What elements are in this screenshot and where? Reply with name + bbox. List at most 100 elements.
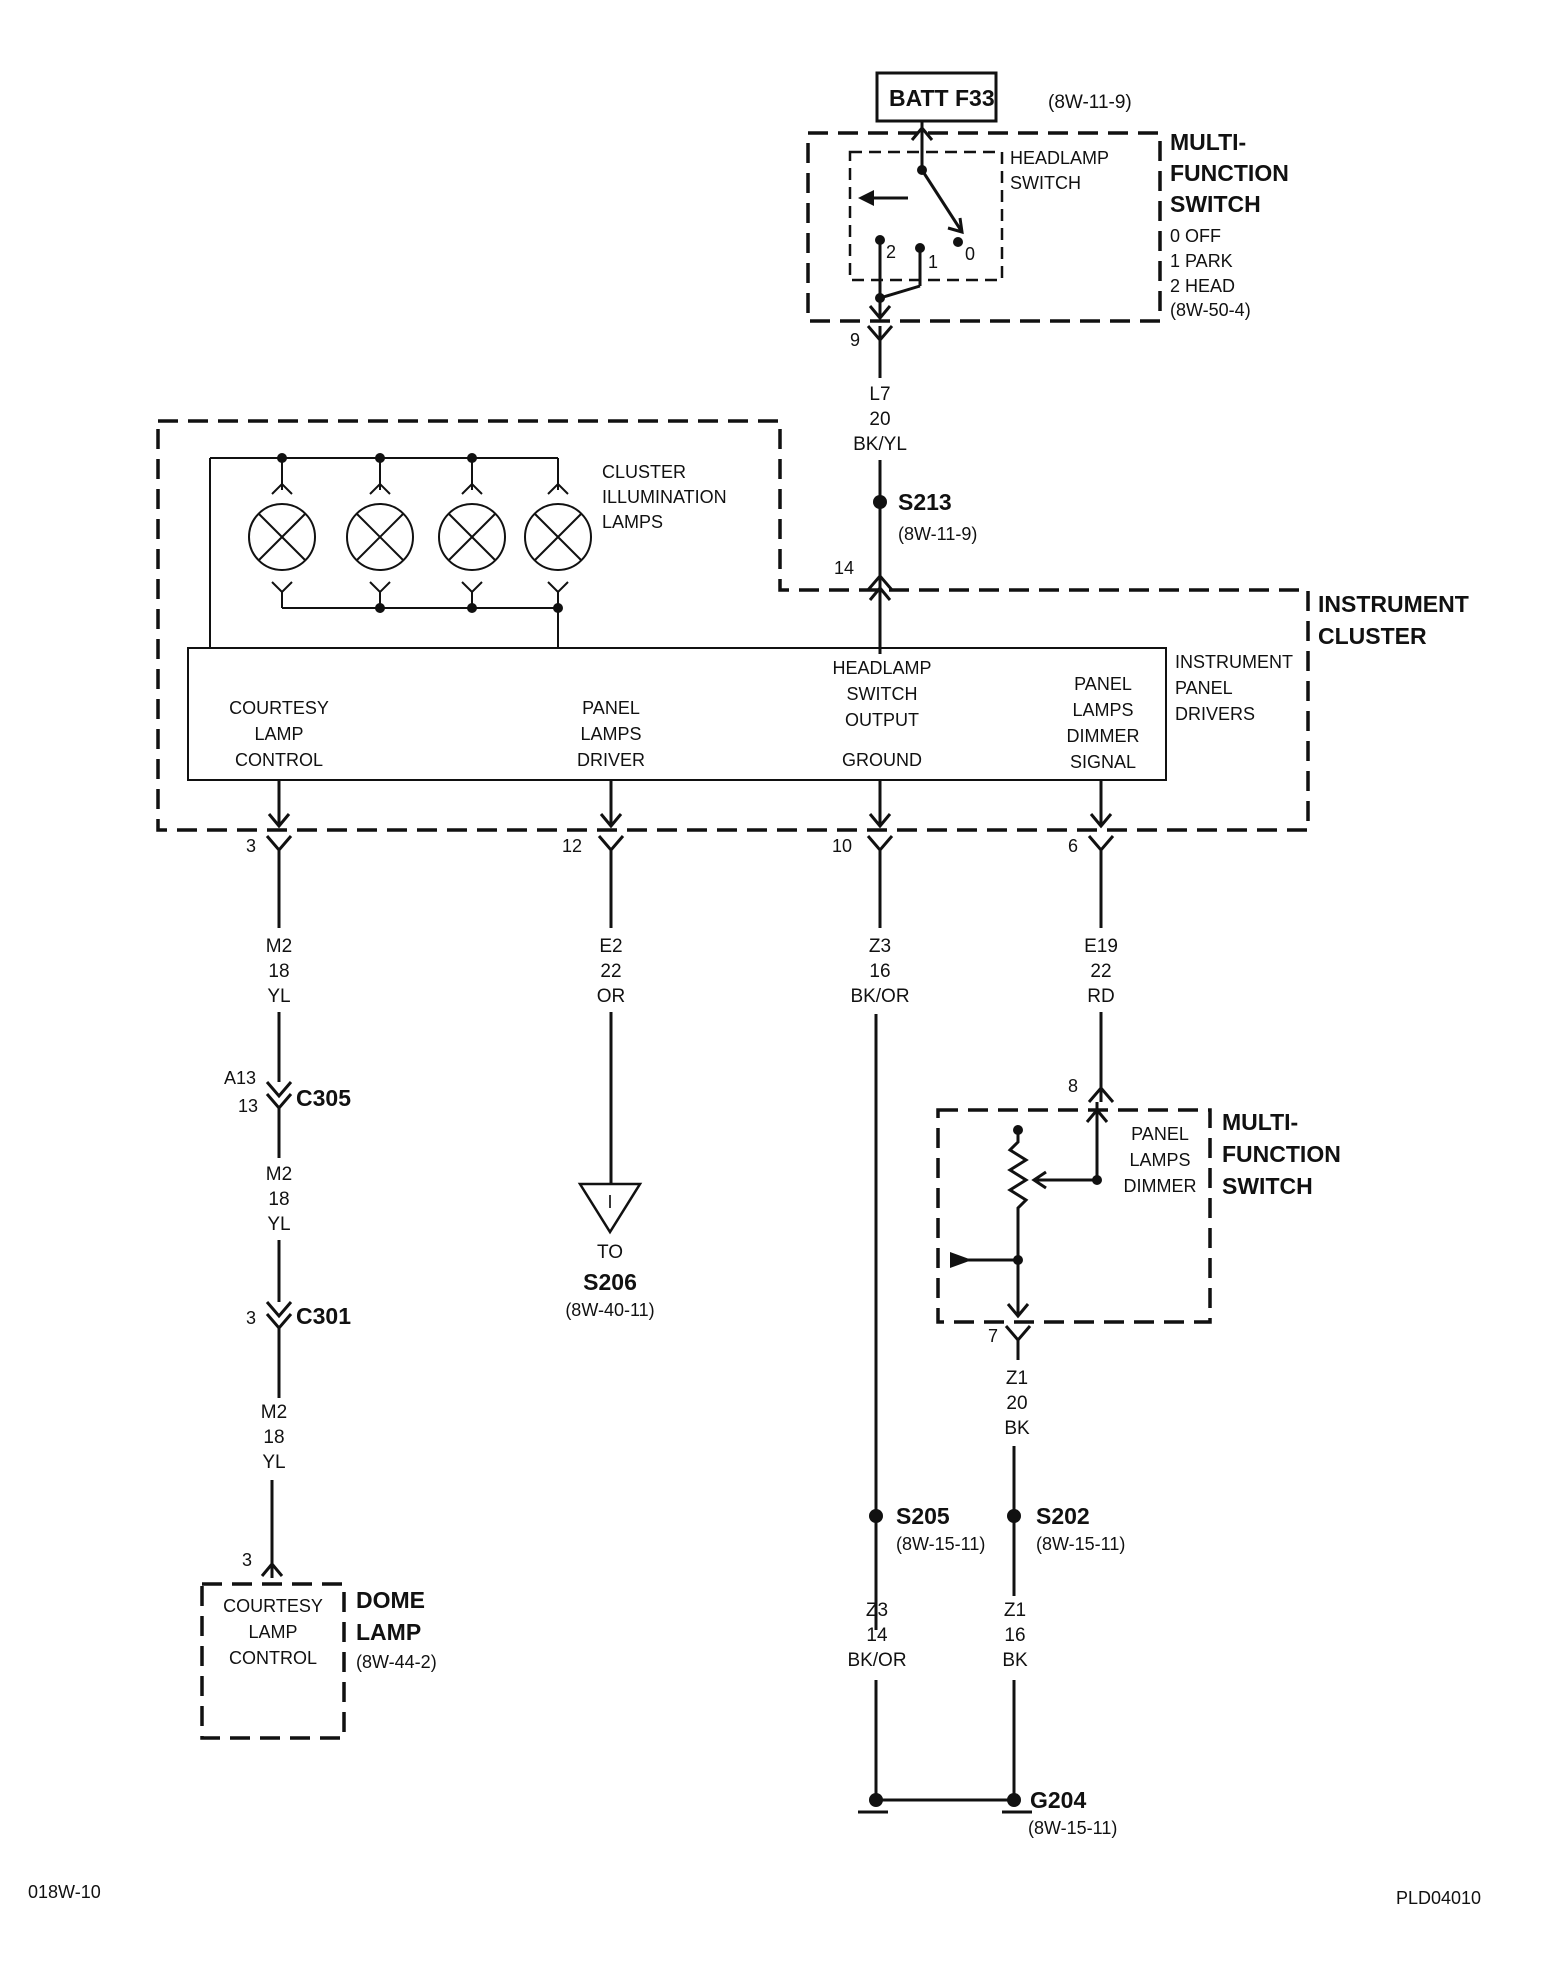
splice-s213-label: S213 [898, 489, 952, 515]
dome-inner-3: CONTROL [229, 1648, 317, 1668]
to-s206-marker: I [607, 1192, 612, 1212]
mfs-bottom-title-1: MULTI- [1222, 1109, 1298, 1135]
cluster-title-1: INSTRUMENT [1318, 591, 1469, 617]
mfs-top-title-1: MULTI- [1170, 129, 1246, 155]
dome-lamp: 3 COURTESY LAMP CONTROL DOME LAMP (8W-44… [200, 1550, 437, 1740]
splice-s205: S205 (8W-15-11) [869, 1503, 985, 1554]
headlamp-switch-label-2: SWITCH [1010, 173, 1081, 193]
wire-z3-a-circuit: Z3 [869, 936, 891, 957]
pin-3-label: 3 [246, 836, 256, 856]
wire-l7-gauge: 20 [869, 409, 890, 430]
pin-8-label: 8 [1068, 1076, 1078, 1096]
cluster-title-2: CLUSTER [1318, 623, 1427, 649]
wire-m2-a-gauge: 18 [268, 961, 289, 982]
dimmer-label-3: DIMMER [1124, 1176, 1197, 1196]
wire-e19-color: RD [1087, 986, 1114, 1007]
dome-inner-1: COURTESY [223, 1596, 323, 1616]
wire-l7-circuit: L7 [869, 384, 890, 405]
wire-z3-a-gauge: 16 [869, 961, 890, 982]
wire-m2-a: M2 18 YL [266, 936, 292, 1082]
c305-label: C305 [296, 1085, 351, 1111]
dome-title-1: DOME [356, 1587, 425, 1613]
wire-e2: E2 22 OR [597, 936, 626, 1184]
dimmer-label-1: PANEL [1131, 1124, 1189, 1144]
c305-pin-a: A13 [224, 1068, 256, 1088]
dimmer-label-2: LAMPS [1129, 1150, 1190, 1170]
splice-s202-ref: (8W-15-11) [1036, 1534, 1125, 1554]
instrument-cluster: INSTRUMENT CLUSTER INSTRUMENT PANEL DRIV… [156, 419, 1469, 832]
c301-label: C301 [296, 1303, 351, 1329]
pin-14-label: 14 [834, 558, 854, 578]
pin-9-label: 9 [850, 330, 860, 350]
wire-e19-circuit: E19 [1084, 936, 1118, 957]
pin-12-label: 12 [562, 836, 582, 856]
lamps-label-1: CLUSTER [602, 462, 686, 482]
wire-m2-b: M2 18 YL [266, 1164, 292, 1302]
wire-z1-a: Z1 20 BK [1004, 1368, 1030, 1596]
mfs-top-title-3: SWITCH [1170, 191, 1261, 217]
wire-e19-gauge: 22 [1090, 961, 1111, 982]
wire-e2-gauge: 22 [600, 961, 621, 982]
cluster-lamp [438, 482, 506, 594]
pin-7-label: 7 [988, 1326, 998, 1346]
wire-z1-a-color: BK [1004, 1418, 1030, 1439]
footer-left-code: 018W-10 [28, 1882, 101, 1902]
wire-m2-b-circuit: M2 [266, 1164, 292, 1185]
wire-m2-a-color: YL [267, 986, 290, 1007]
wire-z3-b-gauge: 14 [866, 1625, 888, 1646]
wire-z1-b-color: BK [1002, 1650, 1028, 1671]
wire-e2-color: OR [597, 986, 626, 1007]
dimmer-signal-label-2: LAMPS [1072, 700, 1133, 720]
pin-6-label: 6 [1068, 836, 1078, 856]
wire-z1-b-circuit: Z1 [1004, 1600, 1026, 1621]
wire-e2-circuit: E2 [599, 936, 622, 957]
courtesy-label-3: CONTROL [235, 750, 323, 770]
battery-ref: (8W-11-9) [1048, 92, 1132, 113]
mfs-top-pos-0: 0 OFF [1170, 226, 1221, 246]
cluster-lamp [346, 482, 414, 594]
dimmer-signal-label-1: PANEL [1074, 674, 1132, 694]
headlamp-switch-label-1: HEADLAMP [1010, 148, 1109, 168]
contact-0-label: 0 [965, 244, 975, 264]
wire-e19: E19 22 RD [1084, 936, 1118, 1102]
drivers-label-2: PANEL [1175, 678, 1233, 698]
to-s206: I TO S206 (8W-40-11) [565, 1182, 655, 1320]
headlamp-output-label-1: HEADLAMP [832, 658, 931, 678]
wire-m2-b-color: YL [267, 1214, 290, 1235]
to-s206-label: S206 [583, 1269, 637, 1295]
wire-m2-c-color: YL [262, 1452, 285, 1473]
mfs-top-ref: (8W-50-4) [1170, 300, 1251, 320]
wire-m2-a-circuit: M2 [266, 936, 292, 957]
connector-pin-9: 9 [850, 325, 894, 378]
courtesy-label-2: LAMP [254, 724, 303, 744]
wire-z1-a-circuit: Z1 [1006, 1368, 1028, 1389]
connector-pin-7: 7 [988, 1325, 1032, 1360]
panel-driver-label-3: DRIVER [577, 750, 645, 770]
c305-pin-b: 13 [238, 1096, 258, 1116]
headlamp-output-label-3: OUTPUT [845, 710, 919, 730]
contact-1-label: 1 [928, 252, 938, 272]
splice-s205-ref: (8W-15-11) [896, 1534, 985, 1554]
contact-2-label: 2 [886, 242, 896, 262]
dimmer-signal-label-3: DIMMER [1067, 726, 1140, 746]
mfs-bottom: PANEL LAMPS DIMMER MULTI- FUNCTION SWITC… [936, 1108, 1341, 1324]
connector-c301: 3 C301 [246, 1301, 351, 1398]
lamps-label-2: ILLUMINATION [602, 487, 727, 507]
connector-pin-8: 8 [1068, 1076, 1115, 1180]
mfs-top-title-2: FUNCTION [1170, 160, 1289, 186]
g204-label: G204 [1030, 1787, 1086, 1813]
battery-label: BATT F33 [889, 85, 995, 111]
pin-10-label: 10 [832, 836, 852, 856]
mfs-bottom-title-2: FUNCTION [1222, 1141, 1341, 1167]
wire-z3-b-color: BK/OR [847, 1650, 906, 1671]
drivers-label-3: DRIVERS [1175, 704, 1255, 724]
lamps-label-3: LAMPS [602, 512, 663, 532]
ground-label: GROUND [842, 750, 922, 770]
panel-driver-label-2: LAMPS [580, 724, 641, 744]
wire-m2-c: M2 18 YL [261, 1402, 287, 1578]
courtesy-label-1: COURTESY [229, 698, 329, 718]
wire-z3-a: Z3 16 BK/OR [850, 936, 910, 1630]
connector-c305: A13 13 C305 [224, 1068, 351, 1158]
mfs-top-pos-2: 2 HEAD [1170, 276, 1235, 296]
